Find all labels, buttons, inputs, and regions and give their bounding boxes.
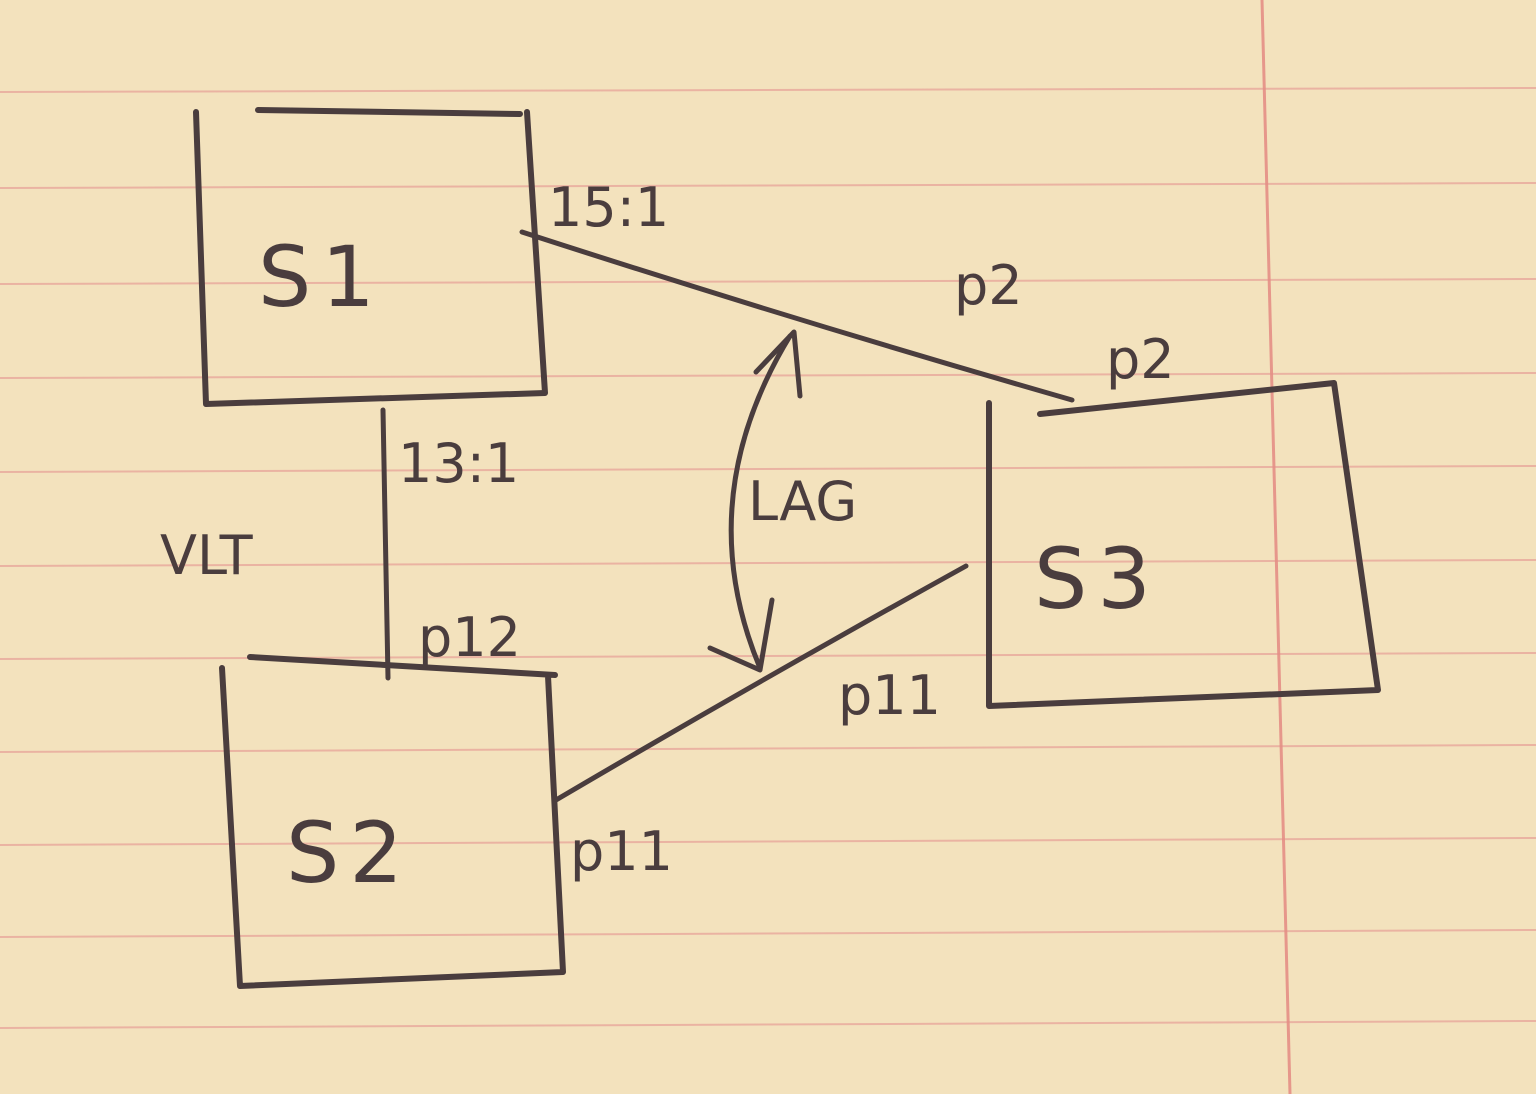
margin-line	[1260, 0, 1292, 1094]
port-s3-to-s2-label: p11	[838, 664, 941, 727]
lag-arrowhead-bottom	[707, 597, 775, 673]
node-s1-box	[193, 107, 548, 407]
port-s2-to-s1-label: p12	[418, 606, 521, 669]
node-s2-box	[219, 654, 566, 989]
link-s1-s3	[519, 229, 1075, 403]
lag-arc	[728, 333, 793, 671]
node-s2: S2	[219, 654, 566, 989]
port-s2-to-s3-label: p11	[570, 820, 673, 883]
port-s1-to-s2-label: 13:1	[398, 432, 519, 495]
port-s3-to-s1-inner-label: p2	[1106, 328, 1175, 391]
node-s3-label: S3	[1034, 530, 1161, 628]
link-s1-s2-vlt	[380, 407, 391, 681]
lag-arrow	[707, 329, 803, 673]
lag-label: LAG	[748, 470, 857, 533]
node-s2-label: S2	[286, 804, 413, 902]
link-s2-s3	[553, 563, 969, 803]
node-s3-box	[986, 380, 1381, 709]
node-s1-label: S1	[258, 228, 385, 326]
lag-arrowhead-top	[753, 329, 803, 399]
node-s3: S3	[986, 380, 1381, 709]
vlt-label: VLT	[160, 524, 254, 587]
port-s1-to-s3-label: 15:1	[548, 176, 669, 239]
node-s1: S1	[193, 107, 548, 407]
port-s3-to-s1-outer-label: p2	[954, 254, 1023, 317]
